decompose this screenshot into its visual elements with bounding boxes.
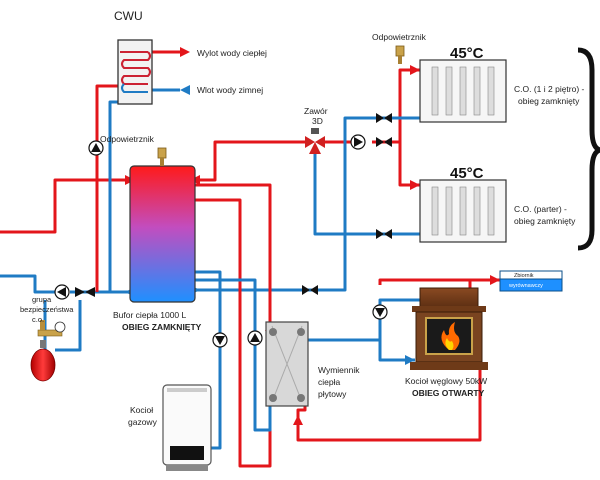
buffer-air-vent-icon [157, 147, 167, 166]
arrow-hot-exchanger-out [293, 415, 303, 425]
open-expansion-tank-label: Zbiornik [514, 273, 534, 279]
cold-pipe-pump-to-coal [378, 330, 415, 362]
arrow-hot-lower-rad [410, 180, 420, 190]
pump-icon [212, 332, 228, 348]
hot-pipe-to-lower-radiator [398, 142, 420, 187]
expansion-tank-icon [30, 340, 56, 382]
cold-pipe-cwu-loop [108, 100, 118, 292]
hot-pipe-gas-boiler-loop [195, 198, 272, 468]
pump-icon [54, 284, 70, 300]
hot-pipe-to-expansion-tank [378, 278, 500, 285]
arrow-hot-upper-rad [410, 65, 420, 75]
safety-group-label: grupa [32, 295, 52, 304]
cwu-label: CWU [114, 9, 143, 23]
three-way-valve-label: Zawór [304, 106, 328, 116]
coal-boiler [410, 287, 488, 370]
coal-boiler-label: Kocioł węglowy 50kW [405, 376, 487, 386]
pump-icon [372, 304, 388, 320]
heat-exchanger-label-2: ciepła [318, 377, 340, 387]
gas-boiler-label: Kocioł [130, 405, 153, 415]
open-expansion-tank-label-2: wyrównawczy [508, 283, 543, 289]
cold-pipe-to-gas-boiler [195, 270, 222, 450]
open-expansion-tank [499, 270, 563, 292]
heat-exchanger-label-3: płytowy [318, 389, 347, 399]
upper-radiator [419, 59, 507, 123]
cold-pipe-left-outlet [0, 274, 55, 294]
lower-radiator-temperature: 45°C [450, 165, 484, 182]
hot-pipe-left-inlet [0, 178, 130, 234]
pump-icon [88, 140, 104, 156]
safety-group-label-2: bezpieczeństwa [20, 305, 74, 314]
three-way-valve-icon [305, 128, 325, 154]
hot-pipe-buffer-to-valve [195, 140, 305, 182]
valve-icon [376, 137, 392, 147]
buffer-label: Bufor ciepła 1000 L [113, 310, 187, 320]
gas-boiler [162, 384, 212, 471]
arrow-cold-coal [405, 355, 415, 365]
cold-pipe-safety-group-2 [55, 300, 82, 352]
arrow-hot-outlet [180, 47, 190, 57]
hot-pipe-buffer-to-exchanger [195, 183, 272, 332]
cold-pipe-to-exchanger [195, 278, 272, 432]
hot-pipe-cwu-loop [95, 84, 118, 292]
arrow-cold-inlet [180, 85, 190, 95]
cwu-tank [117, 39, 153, 105]
upper-radiator-label: C.O. (1 i 2 piętro) - [514, 84, 585, 94]
pump-icon [350, 134, 366, 150]
cold-water-inlet-label: Wlot wody zimnej [197, 85, 263, 95]
buffer-circuit-label: OBIEG ZAMKNIĘTY [122, 322, 202, 332]
pump-icon [247, 330, 263, 346]
cold-pipe-exchanger-to-coal [305, 298, 420, 342]
gas-boiler-label-2: gazowy [128, 417, 158, 427]
right-brace [577, 47, 600, 251]
arrow-hot-tank [490, 275, 500, 285]
safety-group-icon [37, 320, 66, 337]
coal-boiler-circuit-label: OBIEG OTWARTY [412, 388, 485, 398]
safety-group-label-3: c.o. [32, 315, 44, 324]
plate-heat-exchanger [265, 321, 309, 407]
valve-icon [75, 287, 95, 297]
lower-radiator [419, 179, 507, 243]
radiator-air-vent-icon [395, 45, 405, 64]
radiator-air-vent-label: Odpowietrznik [372, 32, 427, 42]
hot-water-outlet-label: Wylot wody ciepłej [197, 48, 267, 58]
three-way-valve-label-2: 3D [312, 116, 323, 126]
valve-icon [376, 229, 392, 239]
upper-radiator-label-2: obieg zamknięty [518, 96, 580, 106]
buffer-air-vent-label: Odpowietrznik [100, 134, 155, 144]
hot-pipe-to-upper-radiator [372, 68, 420, 144]
lower-radiator-label: C.O. (parter) - [514, 204, 567, 214]
buffer-tank [129, 165, 196, 303]
upper-radiator-temperature: 45°C [450, 45, 484, 62]
cold-return-lower [313, 150, 420, 236]
hot-pipe-upper-branch [392, 116, 402, 142]
heat-exchanger-label: Wymiennik [318, 365, 360, 375]
lower-radiator-label-2: obieg zamknięty [514, 216, 576, 226]
valve-icon [302, 285, 318, 295]
valve-icon [376, 113, 392, 123]
